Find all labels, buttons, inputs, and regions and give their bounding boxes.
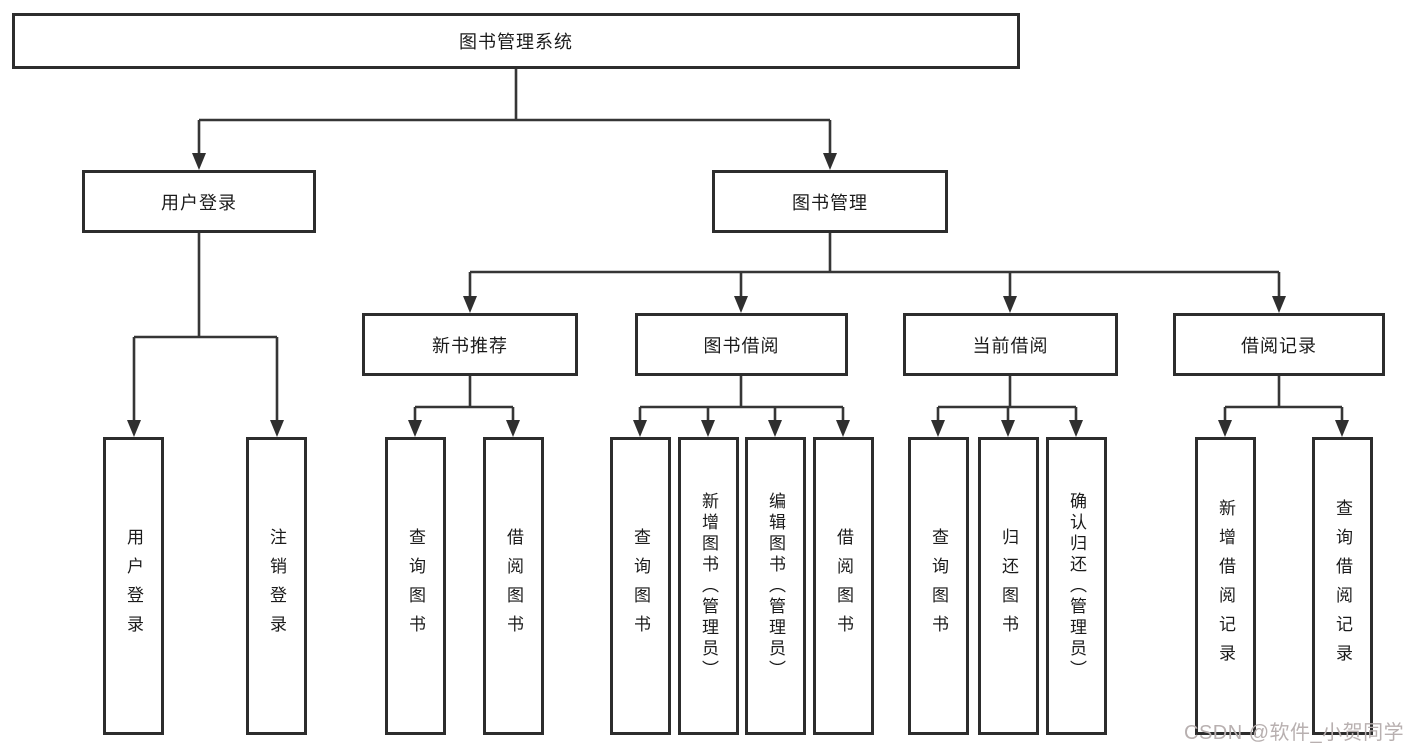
connector-borrow-to-leaves [638,376,845,423]
node-label: 确认归还（管理员） [1067,491,1086,681]
node-label: 图书借阅 [703,335,780,356]
connector-root-to-level2 [197,69,832,156]
node-label: 图书管理系统 [459,32,573,52]
node-label: 图书管理 [792,192,868,213]
arrowhead [836,420,850,437]
node-new-book-recommend: 新书推荐 [362,313,578,376]
arrowhead [1069,420,1083,437]
node-book-management: 图书管理 [712,170,948,233]
leaf-query-books-borrow: 查询图书 [610,437,671,735]
connector-bookmgmt-to-level3 [468,233,1281,299]
node-label: 借阅记录 [1241,335,1317,356]
arrowhead [734,296,748,313]
node-label: 查询图书 [631,528,650,644]
node-label: 新书推荐 [432,335,508,356]
node-label: 借阅图书 [504,528,523,644]
arrowhead [1003,296,1017,313]
arrowhead [408,420,422,437]
arrowhead [1335,420,1349,437]
connector-current-to-leaves [936,376,1078,423]
node-root-library-system: 图书管理系统 [12,13,1020,69]
node-label: 用户登录 [161,192,237,213]
arrowhead [701,420,715,437]
leaf-user-login: 用户登录 [103,437,164,735]
node-label: 查询借阅记录 [1333,499,1352,673]
arrowhead [768,420,782,437]
arrowhead [192,153,206,170]
leaf-query-books-current: 查询图书 [908,437,969,735]
node-label: 查询图书 [406,528,425,644]
leaf-add-books-admin: 新增图书（管理员） [678,437,739,735]
connector-record-to-leaves [1223,376,1344,423]
leaf-confirm-return-admin: 确认归还（管理员） [1046,437,1107,735]
arrowhead [633,420,647,437]
leaf-borrow-books-recommend: 借阅图书 [483,437,544,735]
node-label: 当前借阅 [972,335,1049,356]
arrowhead [1272,296,1286,313]
leaf-return-books: 归还图书 [978,437,1039,735]
arrowhead [127,420,141,437]
arrowhead [1001,420,1015,437]
connector-newbook-to-leaves [413,376,515,423]
arrowhead [463,296,477,313]
csdn-watermark: CSDN @软件_小贺同学 [1184,722,1405,744]
node-label: 编辑图书（管理员） [766,491,785,681]
arrowhead [1218,420,1232,437]
node-label: 借阅图书 [834,528,853,644]
leaf-add-borrow-record: 新增借阅记录 [1195,437,1256,735]
node-label: 查询图书 [929,528,948,644]
node-borrowing-records: 借阅记录 [1173,313,1385,376]
arrowhead [823,153,837,170]
arrowhead [931,420,945,437]
leaf-edit-books-admin: 编辑图书（管理员） [745,437,806,735]
leaf-borrow-books: 借阅图书 [813,437,874,735]
leaf-query-borrow-record: 查询借阅记录 [1312,437,1373,735]
arrowhead [270,420,284,437]
arrowhead [506,420,520,437]
connector-userlogin-to-leaves [132,233,279,423]
leaf-logout: 注销登录 [246,437,307,735]
node-label: 新增图书（管理员） [699,491,718,681]
node-label: 用户登录 [124,528,143,644]
node-label: 归还图书 [999,528,1018,644]
node-user-login: 用户登录 [82,170,316,233]
node-label: 注销登录 [267,528,286,644]
node-label: 新增借阅记录 [1216,499,1235,673]
node-current-borrowing: 当前借阅 [903,313,1118,376]
leaf-query-books-recommend: 查询图书 [385,437,446,735]
node-book-borrowing: 图书借阅 [635,313,848,376]
